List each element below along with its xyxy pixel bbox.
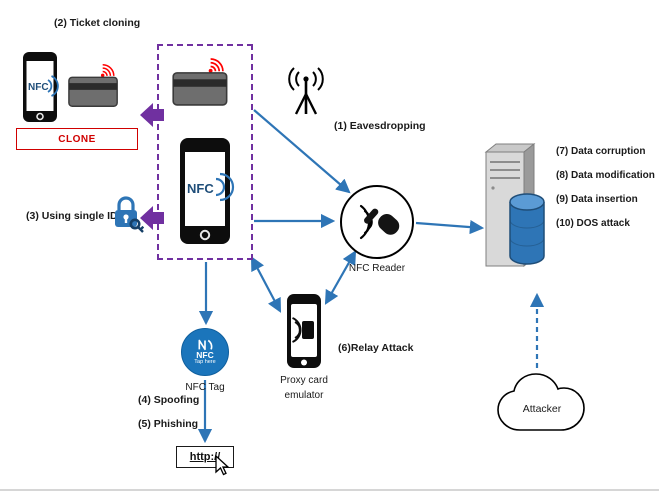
tapping-hand-icon — [364, 208, 400, 235]
label-dos-attack: (10) DOS attack — [556, 218, 630, 229]
server-attack-list: (7) Data corruption (8) Data modificatio… — [556, 146, 655, 242]
nfc-tag-icon: NFC Tap here — [181, 328, 229, 376]
nfc-tag-tap-text: Tap here — [194, 359, 216, 366]
nfc-reader-icon — [340, 185, 414, 259]
proxy-card-emulator-icon — [287, 294, 321, 368]
arrow-relay-phone-emulator — [250, 256, 282, 313]
nfc-tag-brand-text: NFC — [196, 349, 214, 360]
nfc-device-group-box — [157, 44, 253, 260]
server-database-icon — [484, 142, 545, 268]
label-relay-attack: (6)Relay Attack — [338, 342, 414, 354]
page-edge-line — [0, 489, 659, 491]
label-nfc-reader: NFC Reader — [348, 263, 406, 274]
label-phishing: (5) Phishing — [138, 418, 199, 430]
source-card-icon — [172, 58, 228, 106]
label-proxy-card-emulator: Proxy card emulator — [268, 374, 340, 403]
label-ticket-cloning: (2) Ticket cloning — [54, 17, 141, 29]
url-text: http:// — [189, 451, 221, 463]
label-attacker: Attacker — [523, 403, 562, 415]
label-using-single-id: (3) Using single ID — [26, 210, 118, 222]
database-cylinder-icon — [509, 193, 545, 265]
label-data-insertion: (9) Data insertion — [556, 194, 638, 205]
label-eavesdropping: (1) Eavesdropping — [334, 120, 426, 132]
label-proxy-line2: emulator — [284, 389, 324, 401]
source-nfc-phone-icon: NFC — [180, 138, 235, 244]
label-proxy-line1: Proxy card — [280, 375, 328, 386]
cloned-nfc-phone-icon: NFC — [23, 52, 59, 122]
label-nfc-tag: NFC Tag — [185, 382, 225, 393]
attacker-cloud-icon: Attacker — [497, 373, 585, 431]
nfc-wave-icon — [198, 339, 213, 350]
clone-label: CLONE — [58, 133, 96, 145]
label-spoofing: (4) Spoofing — [138, 394, 200, 406]
label-data-modification: (8) Data modification — [556, 170, 655, 181]
clone-phone-screen-text: NFC — [28, 82, 49, 93]
clone-result-box: CLONE — [16, 128, 138, 150]
mouse-cursor-icon — [215, 455, 230, 476]
antenna-icon — [288, 67, 324, 115]
label-data-corruption: (7) Data corruption — [556, 146, 646, 157]
lock-and-key-icon — [115, 196, 144, 233]
source-phone-screen-text: NFC — [187, 181, 214, 196]
cloned-card-icon — [68, 63, 118, 108]
